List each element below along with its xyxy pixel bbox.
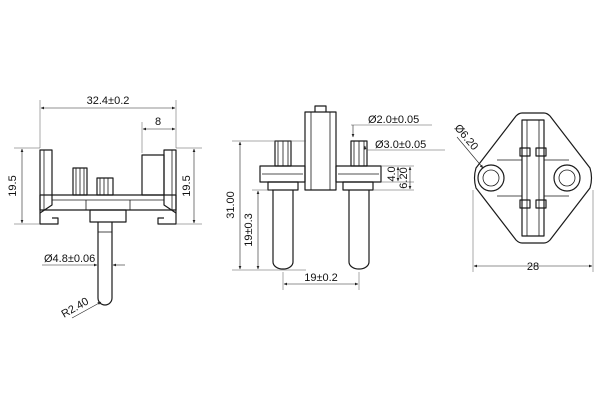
side-total-height-dim: 31.00	[225, 191, 237, 219]
top-hole-diameter-dim: Ø6.20	[452, 122, 480, 153]
front-right-height-dim: 19.5	[181, 175, 193, 196]
side-view-dimensions	[232, 124, 445, 290]
side-view: Ø2.0±0.05 Ø3.0±0.05 31.00 19±0.3 4.0 6.2…	[225, 105, 445, 290]
front-left-height-dim: 19.5	[7, 175, 19, 196]
front-view-dimensions	[14, 100, 202, 319]
top-width-dim: 28	[527, 261, 539, 273]
front-pin-diameter-dim: Ø4.8±0.06	[44, 253, 95, 265]
front-width-dim: 32.4±0.2	[87, 95, 130, 107]
front-view: 32.4±0.2 8 19.5 19.5 Ø4.8±0.06 R2.40	[7, 95, 202, 321]
front-view-body	[39, 149, 177, 306]
side-pin-spacing-dim: 19±0.2	[304, 272, 338, 284]
side-view-body	[259, 105, 382, 270]
top-view-body	[473, 112, 593, 244]
side-large-diameter-dim: Ø3.0±0.05	[375, 139, 426, 151]
side-small-diameter-dim: Ø2.0±0.05	[368, 114, 419, 126]
side-small-step-dim: 4.0	[386, 166, 398, 181]
side-pin-height-dim: 19±0.3	[243, 213, 255, 247]
side-step-dim: 6.20	[398, 167, 410, 188]
front-top-right-dim: 8	[155, 116, 161, 128]
front-tip-radius-dim: R2.40	[60, 296, 91, 321]
top-view: Ø6.20 28	[452, 112, 594, 273]
top-view-dimensions	[456, 136, 594, 272]
